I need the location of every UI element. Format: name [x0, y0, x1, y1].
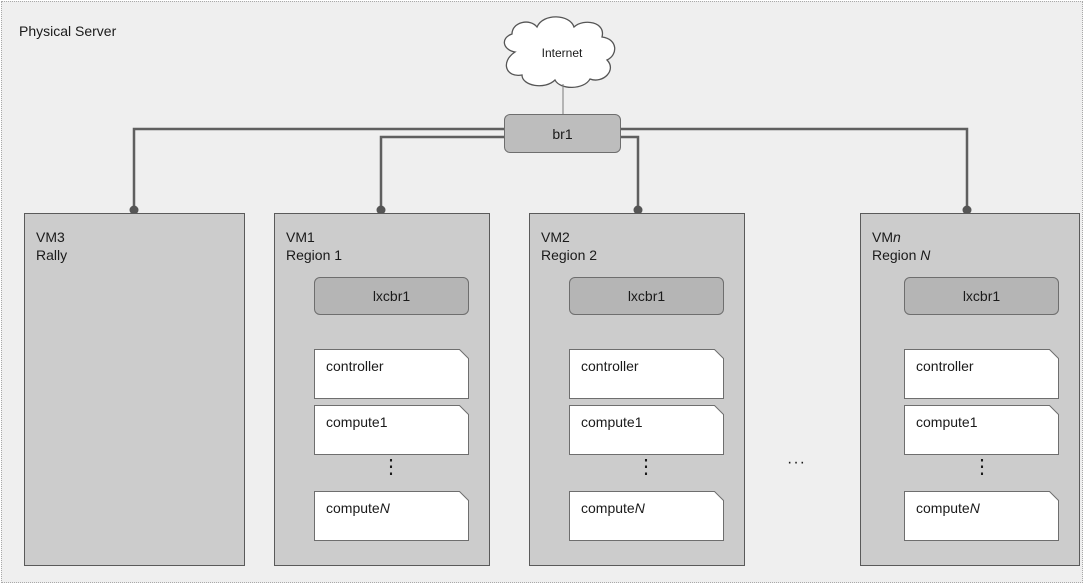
vmn-controller-label: controller	[916, 358, 974, 374]
internet-label: Internet	[541, 46, 583, 60]
vmn-name: VMn	[872, 229, 901, 245]
vm2-computeN-label: computeN	[581, 500, 645, 516]
vmn-controller-node: controller	[904, 349, 1059, 399]
vmn-compute1-node: compute1	[904, 405, 1059, 455]
vm2-controller-label: controller	[581, 358, 639, 374]
vm2-subtitle: Region 2	[541, 247, 598, 263]
vmn-compute1-label: compute1	[916, 414, 978, 430]
vm1-subtitle: Region 1	[286, 247, 343, 263]
br1-bridge: br1	[504, 114, 621, 153]
vm1-computeN-label: computeN	[326, 500, 390, 516]
vm3-box: VM3 Rally	[24, 213, 245, 566]
vmn-vertical-ellipsis: ⋮	[972, 456, 992, 478]
vm1-vertical-ellipsis: ⋮	[381, 456, 401, 478]
vm1-compute1-node: compute1	[314, 405, 469, 455]
more-vms-ellipsis: ···	[787, 454, 806, 471]
vmn-computeN-label: computeN	[916, 500, 980, 516]
vm2-name: VM2	[541, 229, 570, 245]
vm1-lxcbr1: lxcbr1	[314, 277, 469, 315]
physical-server-title: Physical Server	[19, 23, 117, 39]
vm3-subtitle: Rally	[36, 247, 68, 263]
vmn-subtitle: Region N	[872, 247, 931, 263]
vm3-name: VM3	[36, 229, 65, 245]
internet-cloud-icon	[503, 16, 616, 89]
vm2-controller-node: controller	[569, 349, 724, 399]
vm2-compute1-label: compute1	[581, 414, 643, 430]
vm1-name: VM1	[286, 229, 315, 245]
vm1-computeN-node: computeN	[314, 491, 469, 541]
vmn-computeN-node: computeN	[904, 491, 1059, 541]
vm2-lxcbr1: lxcbr1	[569, 277, 724, 315]
vmn-lxcbr1: lxcbr1	[904, 277, 1059, 315]
vm2-computeN-node: computeN	[569, 491, 724, 541]
vm1-controller-label: controller	[326, 358, 384, 374]
vm1-compute1-label: compute1	[326, 414, 388, 430]
vm2-vertical-ellipsis: ⋮	[636, 456, 656, 478]
vm1-controller-node: controller	[314, 349, 469, 399]
vm2-compute1-node: compute1	[569, 405, 724, 455]
